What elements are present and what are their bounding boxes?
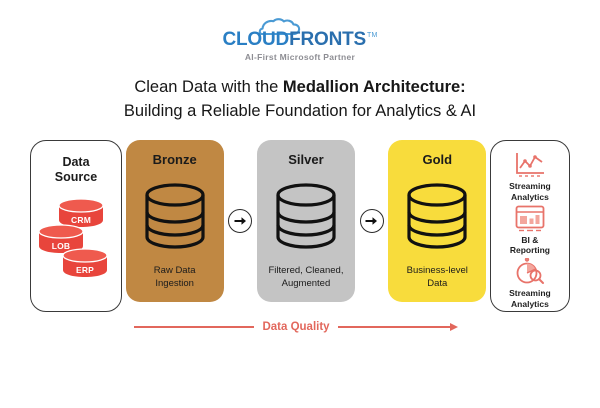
data-source-title-line1: Data (62, 154, 90, 169)
title-highlight: Medallion Architecture: (282, 78, 466, 96)
medallion-architecture-diagram: Data Source CRM (30, 139, 570, 340)
source-cylinders-group: CRM LOB ERP (36, 198, 116, 288)
arrow-right-icon (450, 322, 459, 331)
source-cylinder-erp-label: ERP (75, 265, 95, 276)
stage-gold-caption-line2: Data (427, 277, 448, 289)
database-cylinder-icon (38, 224, 84, 254)
cloud-icon (258, 18, 301, 35)
source-cylinder-crm: CRM (58, 198, 104, 228)
output-label-line2: Reporting (509, 245, 550, 256)
data-quality-indicator: Data Quality (134, 316, 459, 338)
dashboard-report-icon (515, 205, 545, 231)
data-quality-line-left (134, 325, 255, 328)
output-item-label: Streaming Analytics (509, 288, 551, 309)
title-line-2: Building a Reliable Foundation for Analy… (123, 101, 477, 120)
database-cylinder-icon (62, 248, 108, 278)
stage-silver-caption-line1: Filtered, Cleaned, (268, 265, 344, 277)
brand-wordmark: CLOUD FRONTS TM (223, 30, 378, 49)
stage-silver-icon (275, 183, 337, 249)
output-item-streaming-analytics-top: Streaming Analytics (491, 152, 569, 202)
brand-logo-block: CLOUD FRONTS TM AI-First Microsoft Partn… (0, 0, 600, 62)
stage-gold-icon (406, 183, 468, 249)
output-label-line2: Analytics (511, 298, 549, 309)
stage-gold: Gold Business-level Data (388, 139, 487, 302)
output-label-line1: BI & (521, 234, 539, 245)
data-quality-arrow (337, 322, 459, 331)
pie-chart-search-icon (516, 258, 544, 285)
database-cylinder-icon (58, 198, 104, 228)
line-chart-icon (516, 153, 544, 177)
output-item-streaming-analytics-bottom: Streaming Analytics (491, 258, 569, 309)
brand-name-part2: FRONTS (289, 29, 366, 50)
arrow-right-icon (228, 208, 253, 233)
stage-gold-caption: Business-level Data (407, 265, 468, 290)
database-cylinder-icon (145, 183, 205, 249)
brand-logo: CLOUD FRONTS TM (223, 18, 378, 49)
source-cylinder-lob: LOB (38, 224, 84, 254)
data-source-title-line2: Source (54, 170, 98, 185)
output-item-label: Streaming Analytics (509, 181, 551, 202)
database-cylinder-icon (276, 183, 336, 249)
stage-bronze-caption: Raw Data Ingestion (154, 265, 196, 290)
stage-bronze-caption-line1: Raw Data (153, 265, 196, 277)
stage-gold-name: Gold (422, 151, 453, 167)
source-cylinder-crm-label: CRM (71, 215, 91, 226)
data-source-title: Data Source (55, 155, 97, 186)
stage-bronze-name: Bronze (152, 151, 197, 167)
outputs-panel: Streaming Analytics BI & (489, 139, 570, 312)
output-item-label: BI & Reporting (510, 235, 550, 256)
pipeline-row: Data Source CRM (30, 139, 570, 312)
data-source-panel: Data Source CRM (30, 139, 122, 312)
brand-name-part1: CLOUD (222, 29, 290, 50)
title-prefix: Clean Data with the (134, 78, 283, 96)
connector-bronze-to-silver (227, 140, 253, 302)
page-title: Clean Data with the Medallion Architectu… (0, 76, 600, 124)
stage-bronze-icon (144, 183, 206, 249)
stage-silver-caption: Filtered, Cleaned, Augmented (268, 265, 343, 290)
data-quality-line-right (337, 325, 452, 328)
stage-gold-caption-line1: Business-level (406, 265, 468, 277)
source-cylinder-erp: ERP (62, 248, 108, 278)
output-label-line1: Streaming (509, 181, 551, 192)
stage-silver-name: Silver (288, 151, 324, 167)
stage-bronze-caption-line2: Ingestion (155, 277, 194, 289)
database-cylinder-icon (407, 183, 467, 249)
output-item-bi-reporting: BI & Reporting (491, 205, 569, 256)
title-line-1: Clean Data with the Medallion Architectu… (40, 76, 560, 100)
brand-tagline: AI-First Microsoft Partner (244, 52, 356, 62)
connector-silver-to-gold (359, 140, 385, 302)
output-label-line1: Streaming (509, 288, 551, 299)
stage-silver: Silver Filtered, Cleaned, Augmented (256, 139, 355, 302)
output-label-line2: Analytics (511, 191, 549, 202)
stage-silver-caption-line2: Augmented (281, 277, 331, 289)
source-cylinder-lob-label: LOB (51, 241, 71, 252)
data-quality-label: Data Quality (262, 320, 330, 333)
trademark-symbol: TM (366, 32, 378, 39)
stage-bronze: Bronze Raw Data Ingestion (125, 139, 224, 302)
arrow-right-icon (359, 208, 384, 233)
